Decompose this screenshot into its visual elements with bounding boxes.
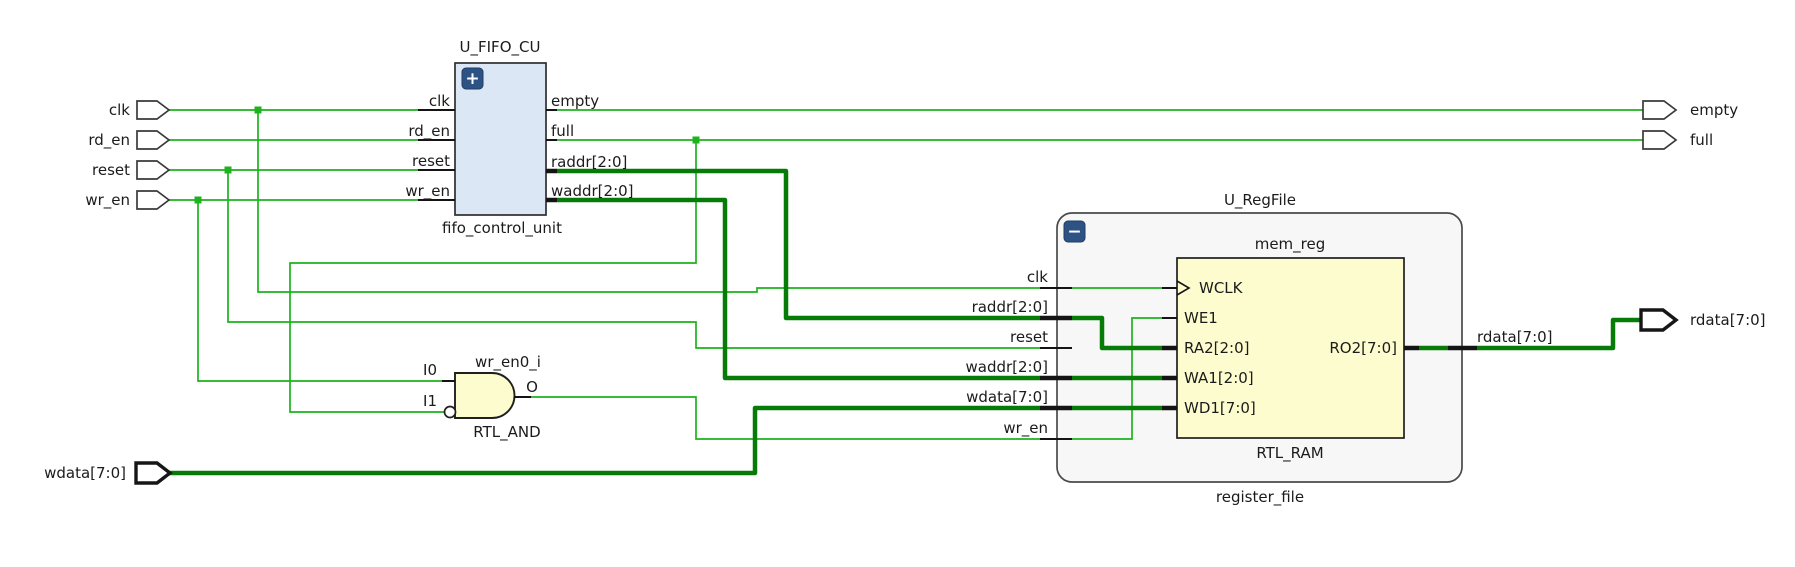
ram-type-label: RTL_RAM — [1256, 444, 1323, 463]
regfile-pin-clk-label: clk — [1027, 268, 1048, 286]
ram-pin-stubs-bus — [1162, 345, 1419, 411]
port-arrow-wdata[interactable] — [134, 461, 173, 485]
port-arrow-clk[interactable] — [136, 100, 171, 120]
input-port-clk[interactable]: clk — [109, 100, 171, 120]
and-pin-i0-label: I0 — [423, 361, 437, 379]
and-pin-stubs — [442, 380, 531, 398]
fifo-instance-label: U_FIFO_CU — [460, 38, 541, 57]
fifo-type-label: fifo_control_unit — [442, 219, 562, 238]
output-port-full-label: full — [1690, 131, 1713, 149]
and-gate[interactable] — [454, 372, 516, 419]
and-pin-i1-label: I1 — [423, 392, 437, 410]
fifo-left-pin-stubs — [418, 109, 455, 201]
fifo-pin-raddr-label: raddr[2:0] — [551, 153, 627, 171]
port-arrow-full[interactable] — [1642, 130, 1678, 150]
port-arrow-wr-en[interactable] — [136, 190, 171, 210]
junction-clk — [254, 106, 262, 114]
ram-block[interactable] — [1176, 257, 1405, 439]
fifo-pin-full-label: full — [551, 122, 574, 140]
fifo-pin-reset-label: reset — [412, 152, 450, 170]
fifo-pin-wr-en-label: wr_en — [405, 182, 450, 201]
fifo-right-pin-stubs — [546, 109, 557, 141]
invert-bubble-icon — [443, 405, 457, 419]
bus-raddr[interactable] — [557, 168, 1162, 351]
and-pin-o-label: O — [526, 378, 538, 396]
input-port-rd-en[interactable]: rd_en — [88, 130, 171, 150]
junction-full — [692, 136, 700, 144]
output-port-empty[interactable]: empty — [1642, 100, 1738, 120]
junction-wr-en — [194, 196, 202, 204]
ram-pin-wclk-label: WCLK — [1199, 279, 1244, 297]
ram-pin-we1-label: WE1 — [1184, 309, 1218, 327]
fifo-right-bus-stubs — [546, 168, 557, 203]
and-type-label: RTL_AND — [473, 423, 540, 442]
port-arrow-empty[interactable] — [1642, 100, 1678, 120]
regfile-pin-waddr-label: waddr[2:0] — [965, 358, 1048, 376]
junction-reset — [224, 166, 232, 174]
input-port-clk-label: clk — [109, 101, 130, 119]
net-wr-en[interactable] — [169, 199, 442, 382]
ram-pin-stubs-scalar — [1162, 287, 1177, 319]
fifo-pin-empty-label: empty — [551, 92, 599, 110]
regfile-pin-reset-label: reset — [1010, 328, 1048, 346]
input-port-reset-label: reset — [92, 161, 130, 179]
port-arrow-reset[interactable] — [136, 160, 171, 180]
port-arrow-rdata[interactable] — [1639, 308, 1679, 332]
output-port-rdata[interactable]: rdata[7:0] — [1639, 308, 1766, 332]
ram-instance-label: mem_reg — [1255, 235, 1326, 254]
regfile-pin-rdata-label: rdata[7:0] — [1477, 328, 1553, 346]
and-instance-label: wr_en0_i — [475, 353, 541, 372]
regfile-boundary-stubs-scalar — [1040, 287, 1072, 440]
input-port-wdata-label: wdata[7:0] — [44, 464, 126, 482]
regfile-instance-label: U_RegFile — [1224, 191, 1296, 210]
ram-pin-ra2-label: RA2[2:0] — [1184, 339, 1249, 357]
input-port-wr-en-label: wr_en — [85, 191, 130, 210]
input-port-rd-en-label: rd_en — [88, 131, 130, 150]
port-arrow-rd-en[interactable] — [136, 130, 171, 150]
collapse-icon[interactable] — [1063, 220, 1086, 243]
bus-wdata[interactable] — [170, 405, 1162, 476]
clock-chevron-icon — [1176, 280, 1191, 296]
ram-pin-wd1-label: WD1[7:0] — [1184, 399, 1256, 417]
input-port-wdata[interactable]: wdata[7:0] — [44, 461, 173, 485]
regfile-pin-wdata-label: wdata[7:0] — [966, 388, 1048, 406]
ram-pin-wa1-label: WA1[2:0] — [1184, 369, 1254, 387]
fifo-pin-waddr-label: waddr[2:0] — [551, 182, 634, 200]
input-port-reset[interactable]: reset — [92, 160, 171, 180]
fifo-pin-rd-en-label: rd_en — [408, 122, 450, 141]
regfile-collapse-button[interactable]: − — [1063, 220, 1086, 243]
regfile-type-label: register_file — [1216, 488, 1304, 507]
input-port-wr-en[interactable]: wr_en — [85, 190, 171, 210]
net-clk[interactable] — [169, 109, 1162, 293]
output-port-rdata-label: rdata[7:0] — [1690, 311, 1766, 329]
expand-icon[interactable] — [461, 67, 484, 90]
regfile-pin-wr-en-label: wr_en — [1003, 419, 1048, 438]
regfile-boundary-stubs-bus — [1040, 315, 1477, 411]
output-port-full[interactable]: full — [1642, 130, 1713, 150]
regfile-pin-raddr-label: raddr[2:0] — [972, 298, 1048, 316]
fifo-pin-clk-label: clk — [429, 92, 450, 110]
net-reset[interactable] — [169, 169, 1040, 349]
bus-rdata[interactable] — [1419, 317, 1641, 351]
fifo-expand-button[interactable]: + — [461, 67, 484, 90]
output-port-empty-label: empty — [1690, 101, 1738, 119]
net-full[interactable] — [289, 139, 1643, 413]
collapse-icon-glyph: − — [1067, 222, 1081, 242]
bus-waddr[interactable] — [557, 197, 1162, 381]
expand-icon-glyph: + — [465, 69, 479, 89]
ram-pin-ro2-label: RO2[7:0] — [1329, 339, 1397, 357]
